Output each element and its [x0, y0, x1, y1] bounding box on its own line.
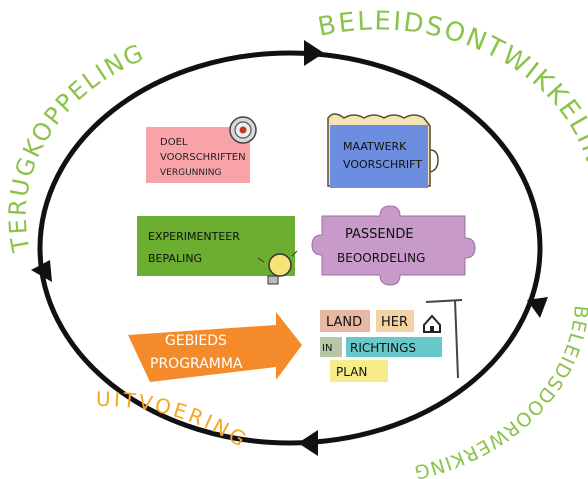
card-in: IN: [322, 343, 332, 354]
target-icon: [229, 116, 257, 144]
card-maatwerk-line2: VOORSCHRIFT: [343, 158, 422, 171]
lightbulb-icon: [257, 250, 298, 285]
card-plan: PLAN: [336, 365, 367, 379]
card-gebieds-line2: PROGRAMMA: [150, 356, 243, 372]
cycle-ring: [37, 50, 543, 446]
arrow-top-icon: [304, 40, 324, 66]
card-richtings: RICHTINGS: [350, 341, 416, 355]
card-maatwerk: MAATWERK VOORSCHRIFT: [327, 113, 439, 188]
card-doel-line2: VOORSCHRIFTEN: [160, 152, 246, 163]
arrow-right-icon-ring: [527, 297, 548, 318]
arrow-left-icon: [31, 260, 52, 282]
label-beleidsdoorwerking: BELEIDSDOORWERKING: [411, 304, 588, 479]
card-passende-line2: BEOORDELING: [337, 251, 425, 265]
card-maatwerk-line1: MAATWERK: [343, 140, 407, 153]
arrow-bottom-icon: [298, 430, 318, 456]
card-gebieds: GEBIEDS PROGRAMMA: [128, 312, 302, 382]
card-doel-line1: DOEL: [160, 137, 188, 148]
crane-house-icon: [423, 299, 463, 379]
label-uitvoering: UITVOERING: [96, 387, 253, 453]
card-land: LAND: [326, 315, 362, 330]
card-doel-line3: VERGUNNING: [160, 168, 222, 178]
card-passende-line1: PASSENDE: [345, 227, 414, 242]
card-experiment-line2: BEPALING: [148, 252, 202, 265]
card-experiment-line1: EXPERIMENTEER: [148, 230, 240, 243]
card-her: HER: [381, 315, 408, 330]
card-doel: DOEL VOORSCHRIFTEN VERGUNNING: [146, 116, 257, 183]
card-experiment: EXPERIMENTEER BEPALING: [137, 216, 298, 285]
card-landinrichting: LAND HER IN RICHTINGS PLAN: [320, 299, 463, 382]
card-gebieds-line1: GEBIEDS: [165, 333, 227, 349]
card-passende: PASSENDE BEOORDELING: [311, 205, 476, 286]
